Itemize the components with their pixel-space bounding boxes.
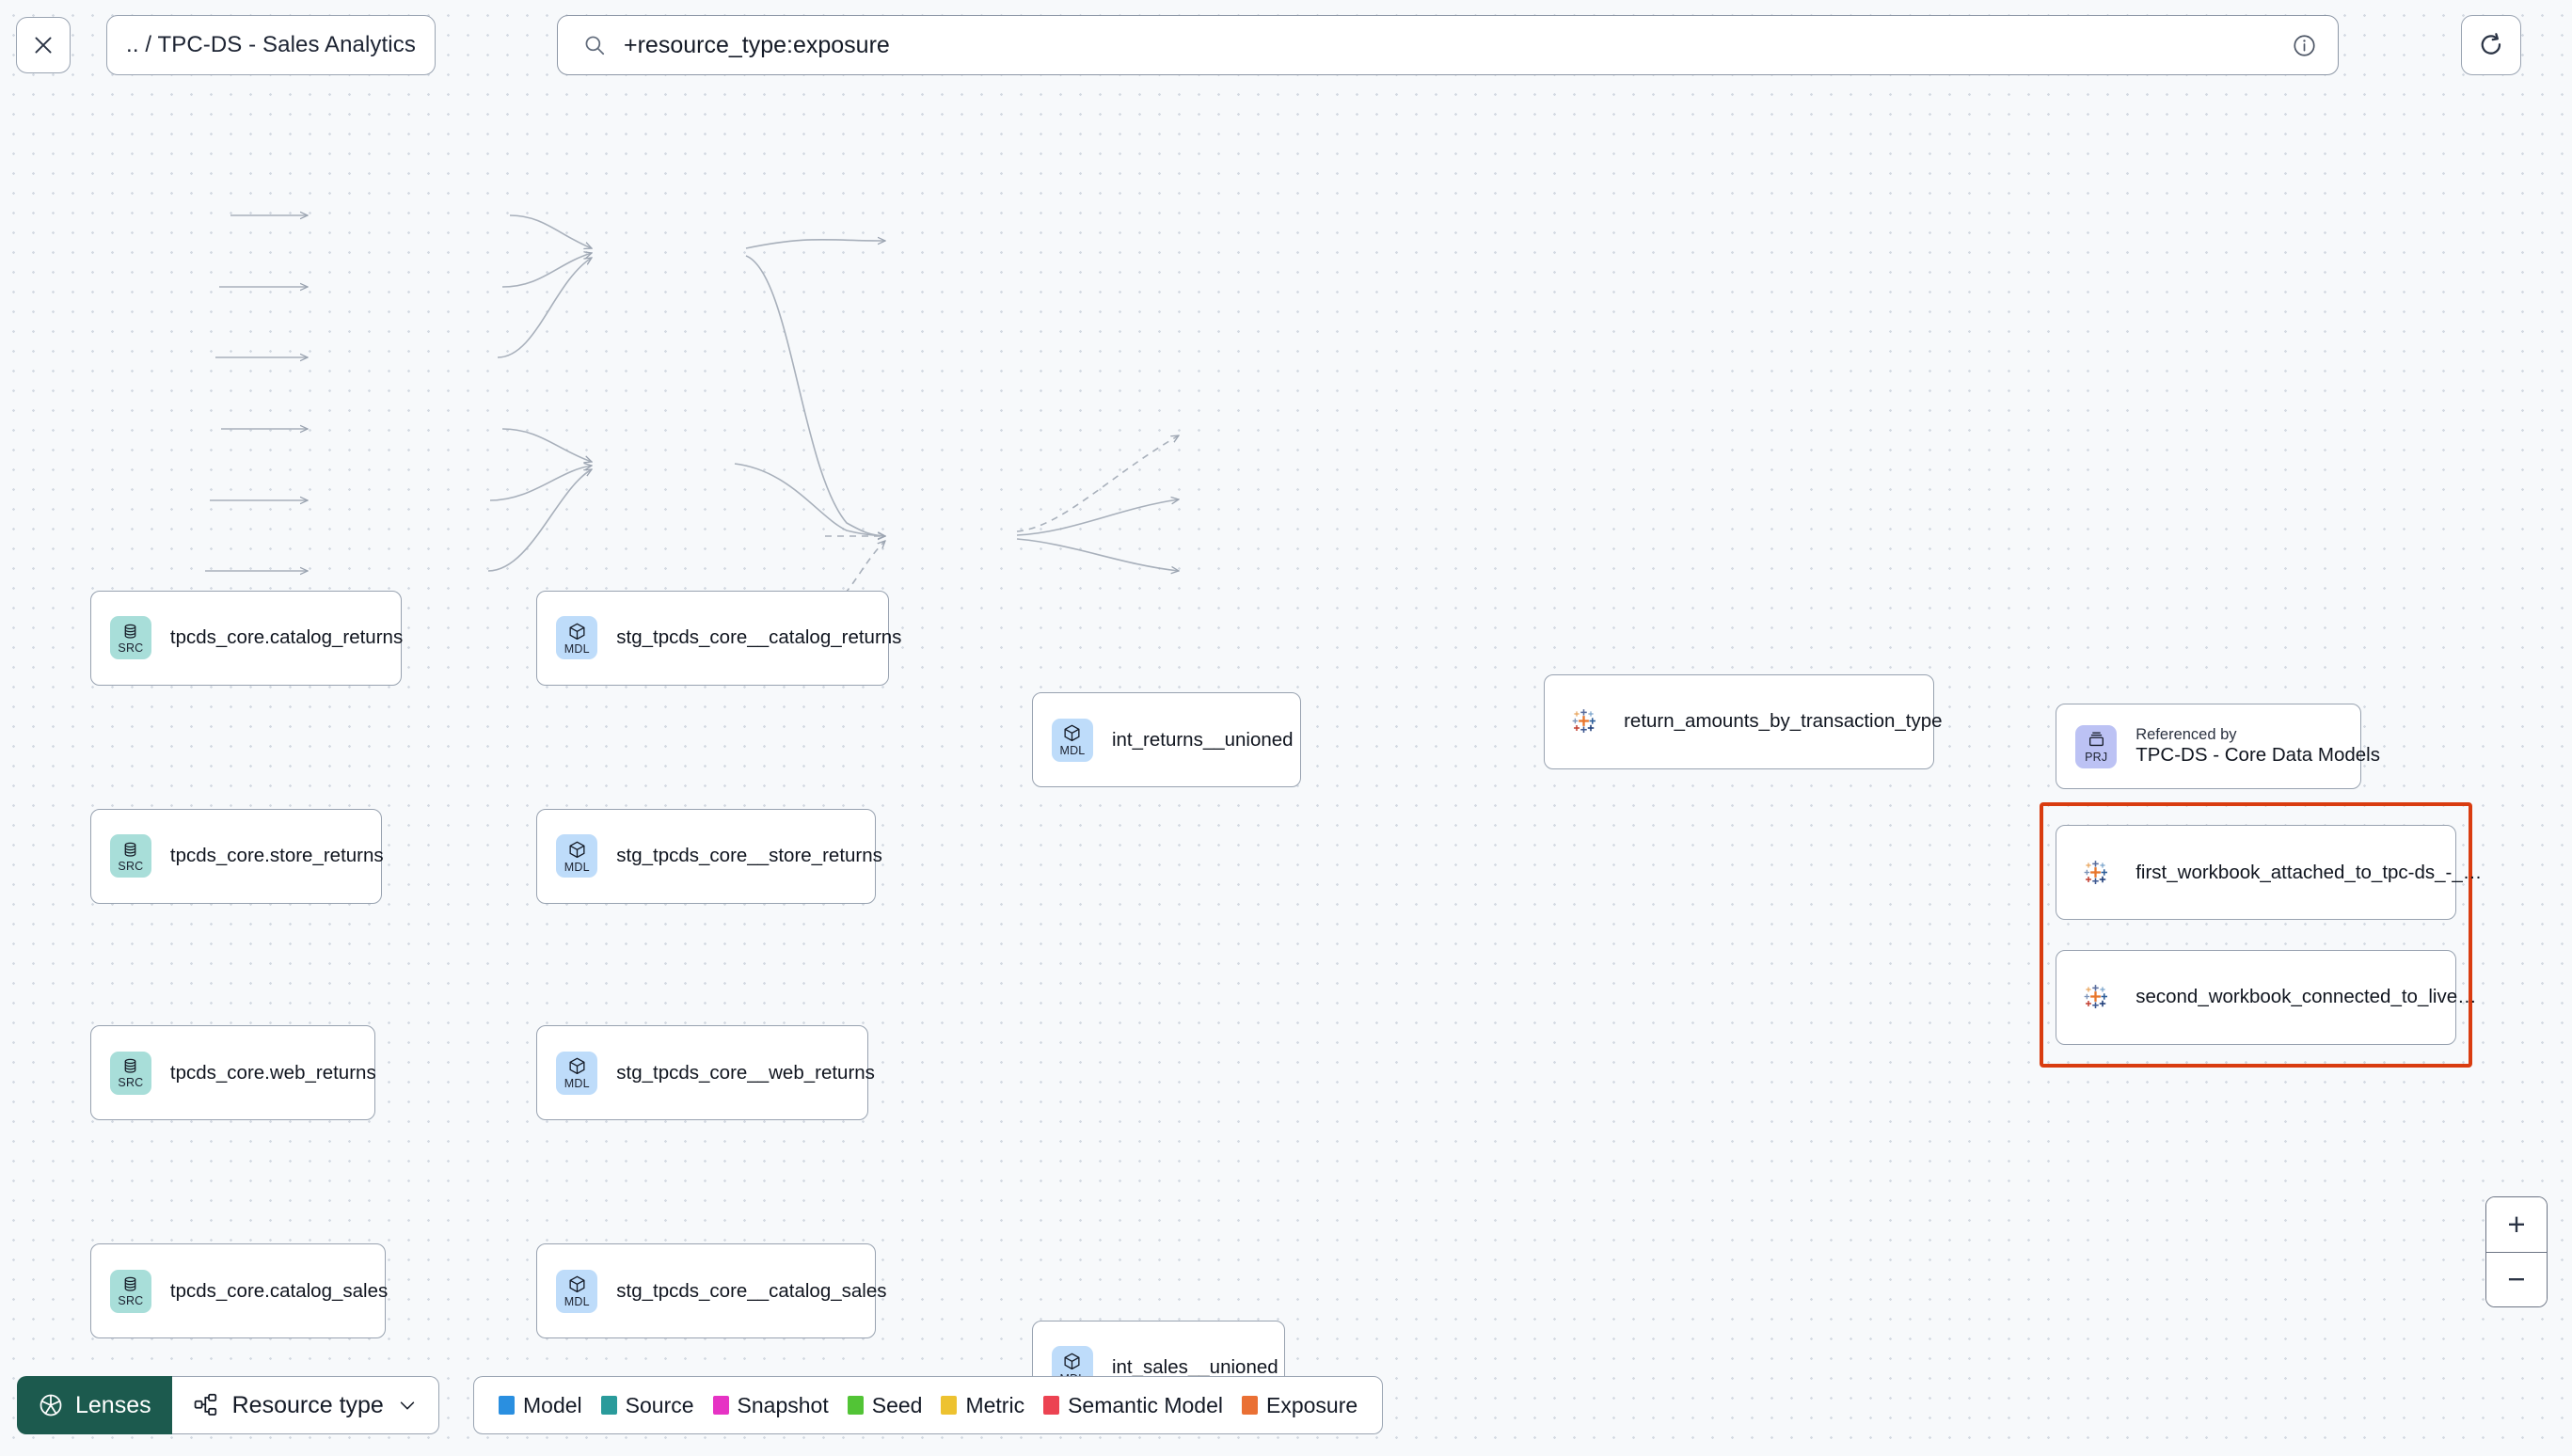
legend-item-metric[interactable]: Metric xyxy=(941,1393,1024,1418)
search-icon xyxy=(582,33,607,57)
src-badge-icon: SRC xyxy=(109,834,151,878)
zoom-controls: + − xyxy=(2485,1196,2548,1307)
graph-node-stg_store_returns[interactable]: MDL stg_tpcds_core__store_returns xyxy=(536,808,882,904)
legend-label: Model xyxy=(523,1392,582,1417)
zoom-out-button[interactable]: − xyxy=(2486,1252,2547,1306)
node-title: second_workbook_connected_to_live… xyxy=(2135,986,2477,1008)
node-title: stg_tpcds_core__store_returns xyxy=(616,845,882,867)
legend-swatch xyxy=(712,1396,729,1415)
exp-badge-icon xyxy=(2075,851,2117,894)
search-input[interactable]: +resource_type:exposure xyxy=(624,31,890,58)
legend-swatch xyxy=(600,1396,617,1415)
legend-swatch xyxy=(1242,1396,1258,1415)
node-title: stg_tpcds_core__catalog_sales xyxy=(616,1279,887,1302)
node-title: tpcds_core.catalog_returns xyxy=(169,626,404,649)
aperture-icon xyxy=(38,1392,64,1418)
graph-node-second_workbook[interactable]: second_workbook_connected_to_live… xyxy=(2056,949,2477,1045)
graph-node-stg_catalog_sales[interactable]: MDL stg_tpcds_core__catalog_sales xyxy=(536,1242,887,1339)
legend-item-exposure[interactable]: Exposure xyxy=(1242,1393,1357,1418)
legend-item-model[interactable]: Model xyxy=(499,1393,582,1418)
node-title: stg_tpcds_core__web_returns xyxy=(616,1061,875,1084)
close-icon xyxy=(31,33,56,57)
src-badge-icon: SRC xyxy=(109,616,151,660)
lenses-control-group: Lenses Resource type xyxy=(17,1376,439,1434)
top-toolbar: .. / TPC-DS - Sales Analytics +resource_… xyxy=(0,0,2572,109)
graph-node-stg_catalog_returns[interactable]: MDL stg_tpcds_core__catalog_returns xyxy=(536,590,902,686)
resource-type-legend: Model Source Snapshot Seed Metric Semantic Mo… xyxy=(473,1376,1384,1434)
node-title: tpcds_core.catalog_sales xyxy=(169,1279,389,1302)
legend-item-source[interactable]: Source xyxy=(600,1392,694,1418)
bottom-toolbar: Lenses Resource type xyxy=(0,1353,2572,1456)
exp-badge-icon xyxy=(1564,700,1605,743)
src-badge-icon: SRC xyxy=(109,1051,151,1095)
breadcrumb[interactable]: .. / TPC-DS - Sales Analytics xyxy=(106,15,436,75)
hierarchy-icon xyxy=(193,1392,219,1418)
legend-label: Metric xyxy=(965,1392,1025,1417)
legend-label: Semantic Model xyxy=(1068,1392,1223,1417)
graph-node-first_workbook[interactable]: first_workbook_attached_to_tpc-ds_-_… xyxy=(2056,825,2483,921)
graph-node-src_web_returns[interactable]: SRC tpcds_core.web_returns xyxy=(89,1025,376,1121)
graph-node-int_returns_unioned[interactable]: MDL int_returns__unioned xyxy=(1031,691,1301,788)
graph-node-src_catalog_sales[interactable]: SRC tpcds_core.catalog_sales xyxy=(89,1242,389,1339)
node-title: int_sales__unioned xyxy=(1111,1356,1278,1379)
resource-type-label: Resource type xyxy=(231,1391,384,1418)
mdl-badge-icon: MDL xyxy=(556,616,598,660)
legend-item-seed[interactable]: Seed xyxy=(847,1392,923,1418)
zoom-in-button[interactable]: + xyxy=(2486,1197,2547,1253)
legend-label: Seed xyxy=(871,1392,923,1417)
node-title: int_returns__unioned xyxy=(1111,728,1294,751)
resource-type-dropdown[interactable]: Resource type xyxy=(171,1376,439,1434)
chevron-down-icon xyxy=(397,1395,418,1416)
exp-badge-icon xyxy=(2075,975,2117,1019)
legend-swatch xyxy=(847,1396,864,1415)
node-title: TPC-DS - Core Data Models xyxy=(2135,744,2380,767)
node-title: stg_tpcds_core__catalog_returns xyxy=(616,626,902,649)
node-title: first_workbook_attached_to_tpc-ds_-_… xyxy=(2135,861,2483,883)
prj-badge-icon: PRJ xyxy=(2075,724,2118,768)
mdl-badge-icon: MDL xyxy=(556,834,598,878)
close-button[interactable] xyxy=(16,17,71,73)
legend-swatch xyxy=(1043,1396,1060,1415)
exposure-highlight-box xyxy=(2039,801,2473,1068)
mdl-badge-icon: MDL xyxy=(556,1269,598,1313)
legend-item-snapshot[interactable]: Snapshot xyxy=(712,1392,829,1418)
legend-item-semantic-model[interactable]: Semantic Model xyxy=(1043,1393,1223,1418)
node-title: return_amounts_by_transaction_type xyxy=(1624,710,1943,733)
lenses-button[interactable]: Lenses xyxy=(17,1376,172,1434)
legend-label: Snapshot xyxy=(737,1392,829,1417)
legend-swatch xyxy=(941,1396,958,1415)
graph-node-return_amounts[interactable]: return_amounts_by_transaction_type xyxy=(1544,673,1943,769)
refresh-icon xyxy=(2477,31,2505,59)
info-icon[interactable] xyxy=(2292,33,2317,58)
legend-label: Exposure xyxy=(1266,1392,1358,1417)
legend-swatch xyxy=(499,1396,515,1415)
mdl-badge-icon: MDL xyxy=(1051,718,1093,762)
graph-node-stg_web_returns[interactable]: MDL stg_tpcds_core__web_returns xyxy=(536,1025,875,1121)
refresh-button[interactable] xyxy=(2461,15,2521,75)
lenses-label: Lenses xyxy=(75,1391,151,1418)
graph-node-src_catalog_returns[interactable]: SRC tpcds_core.catalog_returns xyxy=(89,590,404,686)
node-subtitle: Referenced by xyxy=(2135,726,2237,744)
node-title: tpcds_core.store_returns xyxy=(169,845,384,867)
search-bar[interactable]: +resource_type:exposure xyxy=(557,15,2339,75)
mdl-badge-icon: MDL xyxy=(556,1051,598,1095)
node-title: tpcds_core.web_returns xyxy=(169,1061,376,1084)
legend-label: Source xyxy=(625,1392,694,1417)
graph-node-src_store_returns[interactable]: SRC tpcds_core.store_returns xyxy=(89,808,384,904)
src-badge-icon: SRC xyxy=(109,1269,151,1313)
